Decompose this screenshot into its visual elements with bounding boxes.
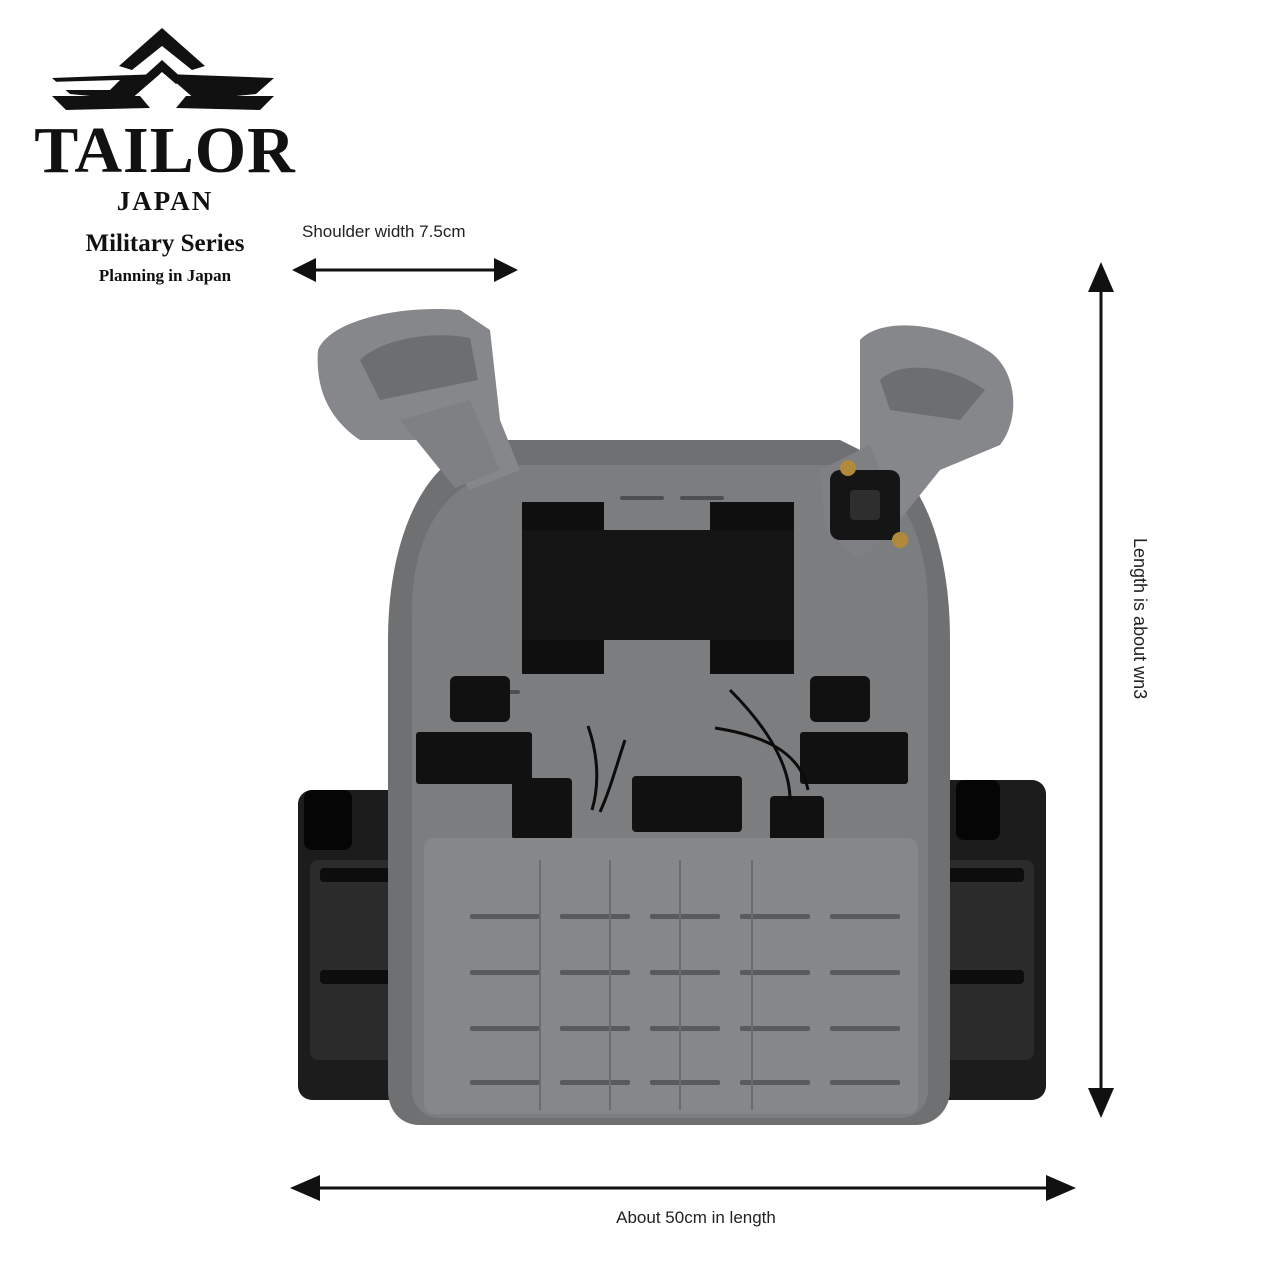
buckle-icon [830, 460, 908, 548]
brand-country: JAPAN [116, 186, 214, 216]
chevron-wing-logo-icon [48, 28, 274, 110]
brand-name: TAILOR [34, 114, 296, 187]
plate-carrier-vest-icon [298, 309, 1046, 1125]
length-label: Length is about wn3 [1130, 538, 1150, 700]
velcro-patch-icon [522, 502, 794, 674]
length-arrow-icon [1088, 262, 1114, 1118]
shoulder-width-label: Shoulder width 7.5cm [302, 222, 466, 241]
brand-tagline: Planning in Japan [98, 266, 232, 285]
width-arrow-icon [290, 1175, 1076, 1201]
molle-grid-icon [470, 914, 900, 1085]
brand-series: Military Series [85, 230, 245, 257]
width-label: About 50cm in length [616, 1208, 776, 1227]
shoulder-width-arrow-icon [292, 258, 518, 282]
